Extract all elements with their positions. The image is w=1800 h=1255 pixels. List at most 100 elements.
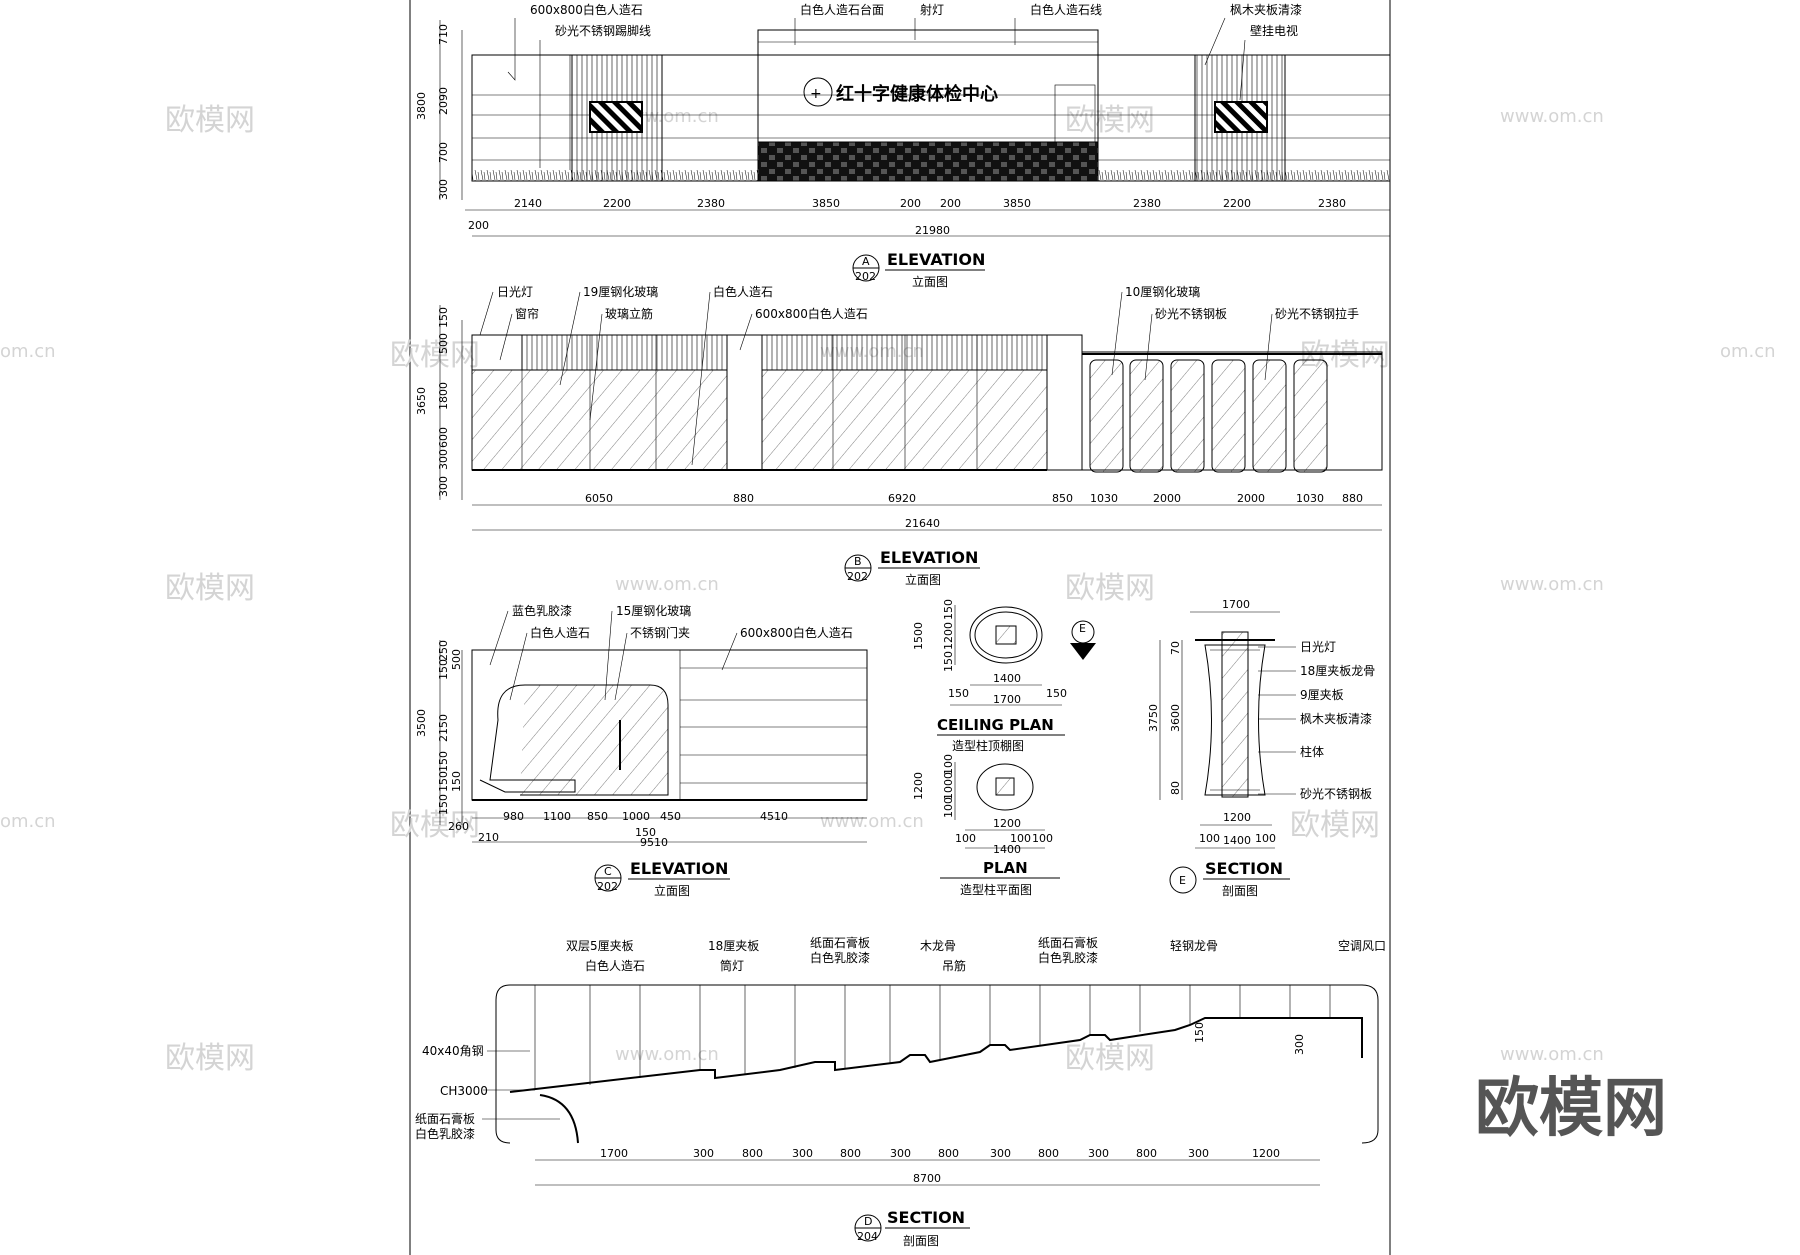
hdim: 2200 (603, 197, 631, 210)
vdim: 300 (1293, 1034, 1306, 1055)
hdim: 2380 (697, 197, 725, 210)
hdim: 150 (1046, 687, 1067, 700)
hdim: 200 (900, 197, 921, 210)
vdim: 300 (437, 179, 450, 200)
leader (489, 610, 509, 666)
leader (691, 291, 711, 466)
hdim: 4510 (760, 810, 788, 823)
hdim: 1400 (993, 672, 1021, 685)
section-marker-arrow (1070, 643, 1096, 660)
watermark-url: www.om.cn (1500, 574, 1604, 595)
hdim: 100 (1255, 832, 1276, 845)
vdim: 600 (437, 427, 450, 448)
view-subtitle: 造型柱平面图 (960, 882, 1032, 897)
view-title: ELEVATION (630, 859, 728, 878)
watermark-url: www.om.cn (615, 1044, 719, 1065)
tag-sheet: 204 (857, 1230, 878, 1243)
room-outline-right (1361, 984, 1379, 1144)
elevation-c: 蓝色乳胶漆 白色人造石 15厘钢化玻璃 不锈钢门夹 600x800白色人造石 5… (415, 603, 868, 898)
hdim: 1100 (543, 810, 571, 823)
leader (604, 610, 613, 701)
section-e: 1700 日光灯 18厘夹板龙骨 9厘夹板 枫木夹板清漆 柱体 砂光不锈钢板 7… (1147, 598, 1375, 898)
leader (559, 291, 581, 386)
hdim: 210 (478, 831, 499, 844)
leader (614, 632, 628, 701)
vdim: 150 (437, 794, 450, 815)
watermark-cn: 欧模网 (1065, 103, 1155, 138)
tag-letter: A (862, 255, 870, 268)
vdim: 150 (450, 771, 463, 792)
vdim: 700 (437, 142, 450, 163)
tag-letter: E (1179, 874, 1186, 887)
tag-letter: C (604, 865, 612, 878)
label: 窗帘 (515, 306, 539, 321)
hdim: 6920 (888, 492, 916, 505)
watermark-cn: 欧模网 (165, 1041, 255, 1076)
hdim: 800 (1038, 1147, 1059, 1160)
pier-2 (1046, 334, 1083, 471)
hdim: 300 (792, 1147, 813, 1160)
label: 砂光不锈钢拉手 (1275, 306, 1359, 321)
tag-letter: B (854, 555, 862, 568)
hdim: 1700 (600, 1147, 628, 1160)
hdim: 100 (1010, 832, 1031, 845)
tag-letter: D (864, 1215, 872, 1228)
label: 枫木夹板清漆 (1230, 2, 1302, 17)
hdim: 800 (1136, 1147, 1157, 1160)
watermark-url: www.om.cn (1500, 1044, 1604, 1065)
vdim: 150 (437, 751, 450, 772)
label: 砂光不锈钢板 (1155, 307, 1227, 321)
watermark-cn: 欧模网 (1065, 1041, 1155, 1076)
vdim: 2150 (437, 714, 450, 742)
vdim: 1200 (942, 622, 955, 650)
glass-2 (761, 369, 1048, 471)
watermark-url: www.om.cn (615, 574, 719, 595)
hdim: 200 (940, 197, 961, 210)
leader (1144, 313, 1153, 381)
glass-door (1252, 359, 1287, 473)
label: 白色乳胶漆 (810, 950, 870, 965)
label: 白色乳胶漆 (415, 1126, 475, 1141)
label: CH3000 (440, 1084, 488, 1098)
view-title: PLAN (983, 859, 1028, 877)
stepped-ceiling-profile (509, 1017, 1363, 1093)
watermarks: 欧模网 www.om.cn 欧模网 www.om.cn om.cn 欧模网 ww… (0, 103, 1776, 1146)
vdim: 1500 (912, 622, 925, 650)
label: 白色人造石台面 (800, 2, 884, 17)
hdim: 2380 (1133, 197, 1161, 210)
hdim: 100 (1199, 832, 1220, 845)
elevation-b: 日光灯 窗帘 19厘钢化玻璃 玻璃立筋 白色人造石 600x800白色人造石 1… (415, 284, 1383, 587)
hdim: 300 (1188, 1147, 1209, 1160)
watermark-cn: 欧模网 (165, 103, 255, 138)
column-plan: 1200 1000 100 100 1200 100 100 100 1400 … (912, 754, 1060, 897)
label: 18厘夹板龙骨 (1300, 664, 1375, 678)
leader (739, 313, 753, 351)
vdim: 300 (437, 476, 450, 497)
hdim: 300 (1088, 1147, 1109, 1160)
logo-cross: + (810, 86, 822, 102)
label: 纸面石膏板 (810, 935, 870, 950)
watermark-cn: 欧模网 (390, 338, 480, 373)
vdim: 3650 (415, 387, 428, 415)
curtain-1 (521, 334, 728, 371)
hdim: 1700 (993, 693, 1021, 706)
column-core (995, 777, 1015, 796)
label: 纸面石膏板 (415, 1111, 475, 1126)
view-title: ELEVATION (887, 250, 985, 269)
watermark-cn: 欧模网 (165, 571, 255, 606)
hdim: 1700 (1222, 598, 1250, 611)
leader (1264, 313, 1273, 381)
pier-1 (726, 334, 763, 471)
hdim: 3850 (812, 197, 840, 210)
watermark-url: om.cn (0, 341, 56, 362)
section-d: 双层5厘夹板 白色人造石 18厘夹板 筒灯 纸面石膏板 白色乳胶漆 木龙骨 吊筋… (415, 935, 1386, 1248)
label: 白色人造石线 (1030, 2, 1102, 17)
tag-sheet: 202 (597, 880, 618, 893)
label: 白色人造石 (530, 625, 590, 640)
leader (589, 313, 603, 421)
hdim: 800 (742, 1147, 763, 1160)
tv-right (1214, 101, 1268, 133)
hdim: 2200 (1223, 197, 1251, 210)
vdim: 1000 (942, 772, 955, 800)
